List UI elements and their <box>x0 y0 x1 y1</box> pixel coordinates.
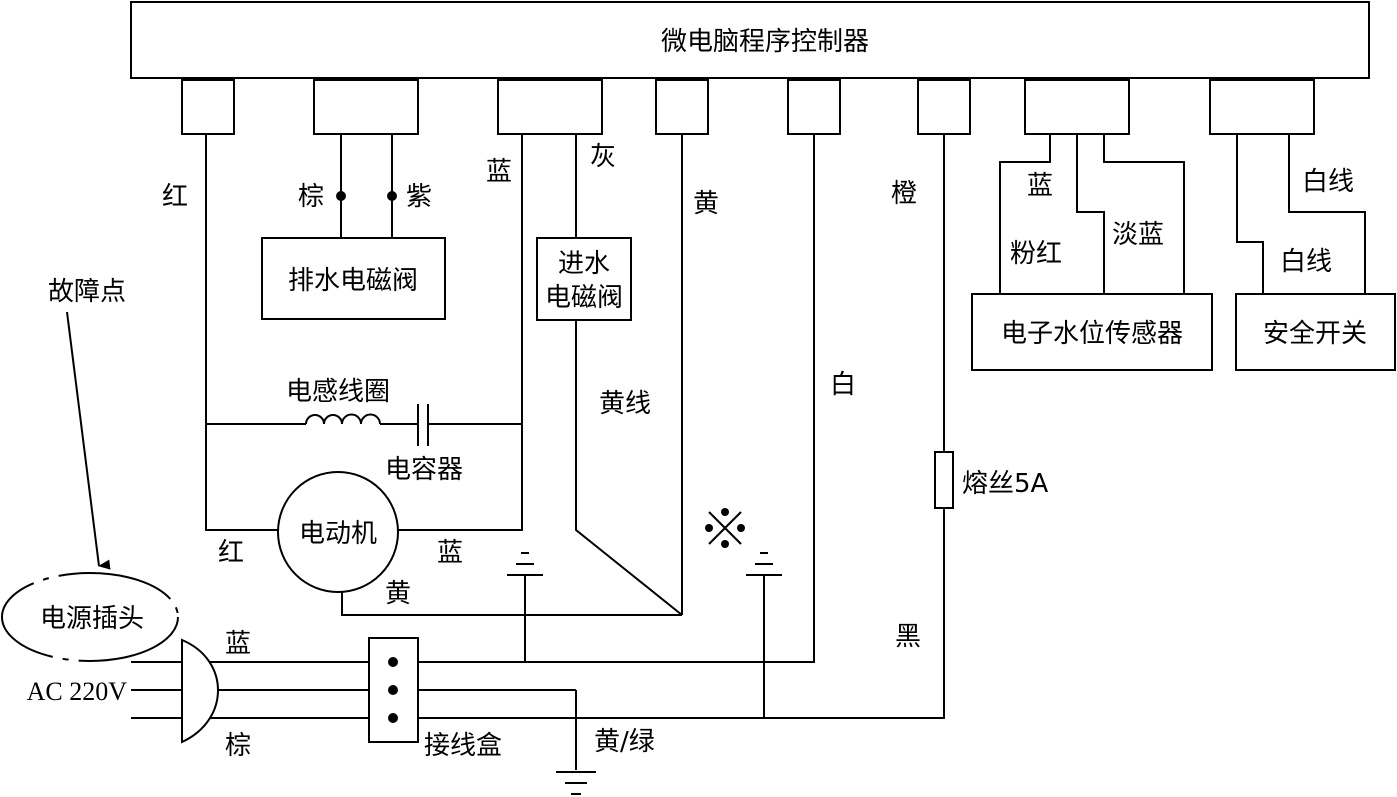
safety-switch-box <box>1235 293 1396 371</box>
wire-labels: 红 棕 紫 蓝 灰 黄 橙 蓝 粉红 淡蓝 白线 白线 黄线 白 红 蓝 黄 黑… <box>162 142 1354 761</box>
wire-label-sensor-pink: 粉红 <box>1010 239 1062 269</box>
capacitor-label: 电容器 <box>385 455 463 485</box>
wire-sensor-blue <box>999 134 1051 294</box>
junction-dot <box>388 713 398 723</box>
wire-label-plug-brown: 棕 <box>225 731 251 761</box>
motor-label: 电动机 <box>299 519 377 549</box>
wire-label-motor-yellow: 黄 <box>385 579 411 609</box>
wire-label-orange: 橙 <box>891 179 917 209</box>
inductor-coil <box>305 413 381 425</box>
plug-icon <box>181 638 219 744</box>
drain-valve-box <box>261 237 446 320</box>
wire-label-ground: 黄/绿 <box>594 727 655 757</box>
wire-white <box>524 134 815 663</box>
wire-label-black: 黑 <box>895 622 921 652</box>
terminal-motor-inlet <box>497 79 603 135</box>
terminal-yellow <box>655 79 709 135</box>
wire-label-yellow: 黄 <box>693 189 719 219</box>
inlet-valve-label-line1: 进水 <box>558 249 610 279</box>
ground-symbol-white <box>507 552 543 576</box>
wire-label-gray: 灰 <box>590 142 616 172</box>
controller-box <box>130 1 1370 79</box>
controller-terminals <box>181 79 1315 135</box>
fault-arrow <box>66 311 111 570</box>
wire-label-purple: 紫 <box>406 182 432 212</box>
wire-label-brown: 棕 <box>298 182 324 212</box>
wire-label-switch-a: 白线 <box>1302 167 1354 197</box>
plug-label: 电源插头 <box>40 604 144 634</box>
terminal-red <box>181 79 235 135</box>
terminal-safety-switch <box>1209 79 1315 135</box>
terminal-white <box>787 79 841 135</box>
wire-sensor-lightblue <box>1103 134 1185 294</box>
fuse-label: 熔丝5A <box>962 469 1049 499</box>
junction-dot <box>388 657 398 667</box>
wire-red <box>205 134 279 531</box>
ground-symbol-lamp <box>746 552 782 576</box>
water-level-sensor-box <box>971 293 1213 371</box>
wire-label-white: 白 <box>830 370 856 400</box>
wire-label-motor-blue: 蓝 <box>437 538 463 568</box>
drain-valve-label: 排水电磁阀 <box>288 266 418 296</box>
terminal-drain-valve <box>313 79 419 135</box>
wire-label-inlet-yellow: 黄线 <box>599 389 651 419</box>
fuse-box <box>934 451 954 509</box>
wire-label-sensor-blue: 蓝 <box>1027 171 1053 201</box>
wire-label-motor-red: 红 <box>218 538 244 568</box>
junction-box-label: 接线盒 <box>424 731 502 761</box>
wire-black <box>418 508 945 719</box>
inlet-valve-box <box>536 237 632 321</box>
wire-sensor-pink <box>1076 134 1105 294</box>
safety-switch-label: 安全开关 <box>1263 319 1367 349</box>
wire-label-plug-blue: 蓝 <box>225 629 251 659</box>
junction-dot <box>387 191 397 201</box>
wire-label-switch-b: 白线 <box>1280 247 1332 277</box>
junction-dot <box>336 191 346 201</box>
indicator-lamp-icon <box>705 508 745 548</box>
wire-blue <box>397 134 523 531</box>
inlet-valve-label-line2: 电磁阀 <box>545 283 623 313</box>
terminal-orange <box>917 79 971 135</box>
junction-dot <box>388 685 398 695</box>
fault-ellipse <box>1 572 179 662</box>
wires <box>131 134 1366 770</box>
wire-label-red: 红 <box>162 182 188 212</box>
fault-label: 故障点 <box>48 277 126 307</box>
water-level-sensor-label: 电子水位传感器 <box>1001 319 1183 349</box>
wire-label-sensor-lightblue: 淡蓝 <box>1112 220 1164 250</box>
motor-circle <box>277 471 399 593</box>
inductor-label: 电感线圈 <box>286 377 390 407</box>
ground-symbol-earth <box>556 771 596 795</box>
wire-switch-b <box>1288 134 1366 294</box>
controller-label: 微电脑程序控制器 <box>661 27 869 57</box>
wire-switch-a <box>1236 134 1264 294</box>
wire-inlet-yellow <box>575 320 683 616</box>
wire-label-blue: 蓝 <box>486 157 512 187</box>
voltage-label: AC 220V <box>27 677 128 706</box>
terminal-water-level <box>1024 79 1130 135</box>
